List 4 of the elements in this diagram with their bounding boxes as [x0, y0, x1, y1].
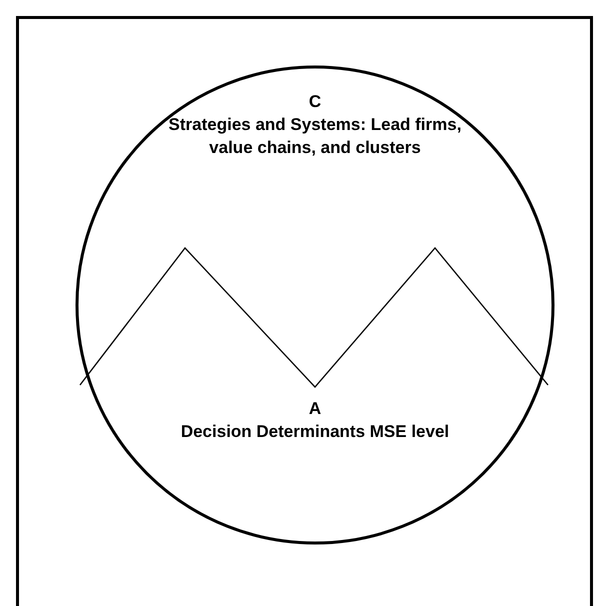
region-text: Strategies and Systems: Lead firms, value chains, and clusters: [168, 114, 462, 159]
region-text: A: [308, 398, 322, 420]
region-text: Decision Determinants MSE level: [180, 421, 450, 443]
region-text: C: [308, 91, 322, 113]
